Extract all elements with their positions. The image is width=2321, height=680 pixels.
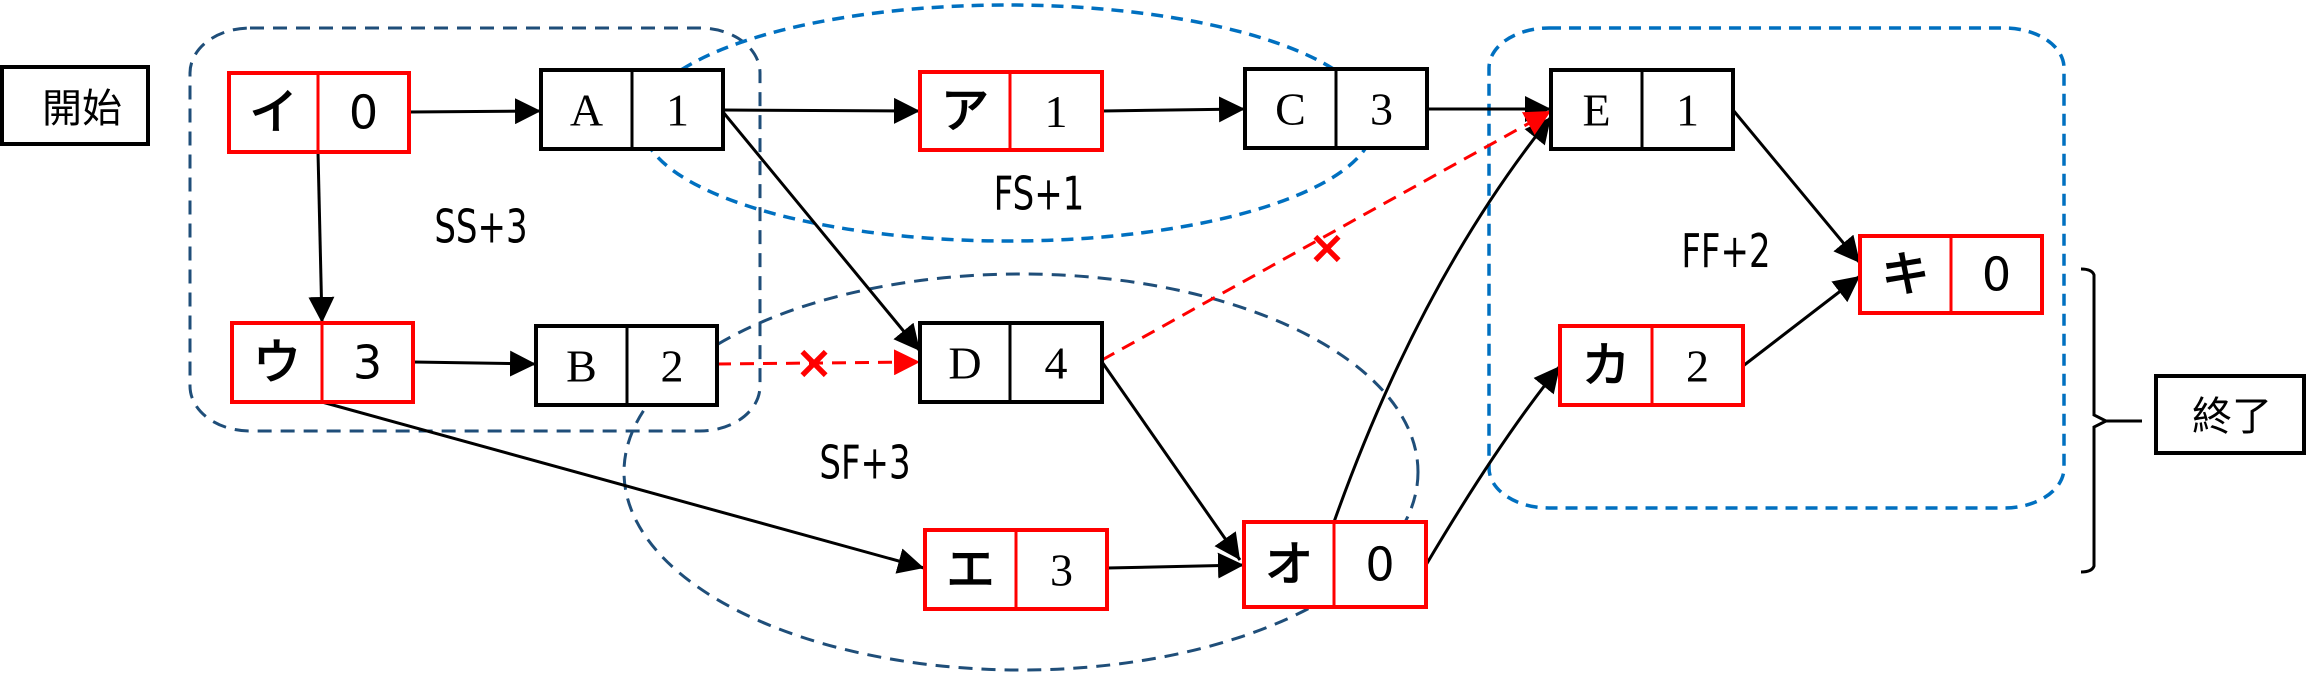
node-duration: 4 bbox=[1045, 338, 1068, 389]
node-duration: 1 bbox=[666, 85, 689, 136]
edge-u-b bbox=[412, 350, 537, 377]
node-name: イ bbox=[249, 85, 297, 141]
node-name: B bbox=[566, 341, 597, 392]
invalid-edge-b-d bbox=[716, 349, 921, 376]
invalid-mark-d-e: × bbox=[1308, 220, 1347, 274]
node-name: エ bbox=[946, 542, 994, 598]
node-duration: 0 bbox=[349, 86, 378, 140]
edge-i-a bbox=[408, 98, 542, 125]
node-duration: 0 bbox=[1365, 538, 1394, 592]
relation-ff-label: FF+2 bbox=[1681, 224, 1770, 279]
relation-ss-label: SS+3 bbox=[434, 199, 527, 254]
node-name: D bbox=[948, 338, 981, 389]
edge-i-u bbox=[308, 151, 335, 324]
node-name: ア bbox=[941, 83, 989, 139]
ss-group-outline bbox=[188, 26, 762, 433]
edge-ka-ki bbox=[1742, 274, 1861, 368]
end-label: 終了 bbox=[2192, 394, 2272, 440]
invalid-mark-b-d: × bbox=[795, 335, 834, 389]
node-name: オ bbox=[1265, 537, 1313, 593]
start-label: 開始 bbox=[42, 86, 122, 132]
node-name: C bbox=[1275, 84, 1306, 135]
sf-group-outline bbox=[622, 272, 1420, 672]
node-duration: 2 bbox=[661, 341, 684, 392]
edge-ee-o bbox=[1106, 552, 1245, 579]
invalid-edge-d-e bbox=[1101, 109, 1552, 362]
node-duration: 3 bbox=[1370, 84, 1393, 135]
node-name: キ bbox=[1881, 247, 1929, 303]
edge-e-ki bbox=[1731, 109, 1862, 264]
node-duration: 1 bbox=[1676, 85, 1699, 136]
relation-fs-label: FS+1 bbox=[994, 166, 1085, 221]
edge-d-o bbox=[1100, 361, 1242, 561]
node-duration: 0 bbox=[1982, 248, 2011, 302]
ff-group-outline bbox=[1487, 26, 2066, 510]
edge-ka-a-c bbox=[1101, 96, 1246, 123]
edge-o-e bbox=[1332, 116, 1553, 523]
end-brace bbox=[2080, 267, 2110, 574]
node-name: E bbox=[1582, 85, 1610, 136]
node-name: カ bbox=[1582, 338, 1630, 394]
node-duration: 2 bbox=[1686, 341, 1709, 392]
end-box bbox=[2154, 374, 2306, 455]
node-name: A bbox=[570, 85, 603, 136]
edge-a-ka-a bbox=[722, 97, 921, 124]
node-duration: 3 bbox=[353, 336, 382, 390]
node-duration: 3 bbox=[1050, 545, 1073, 596]
edge-a-d bbox=[721, 111, 922, 352]
start-box bbox=[0, 65, 150, 146]
edge-o-ka bbox=[1424, 365, 1562, 566]
node-duration: 1 bbox=[1045, 86, 1068, 137]
edge-u-ee bbox=[321, 400, 925, 574]
node-name: ウ bbox=[253, 335, 301, 391]
relation-sf-label: SF+3 bbox=[819, 435, 910, 490]
